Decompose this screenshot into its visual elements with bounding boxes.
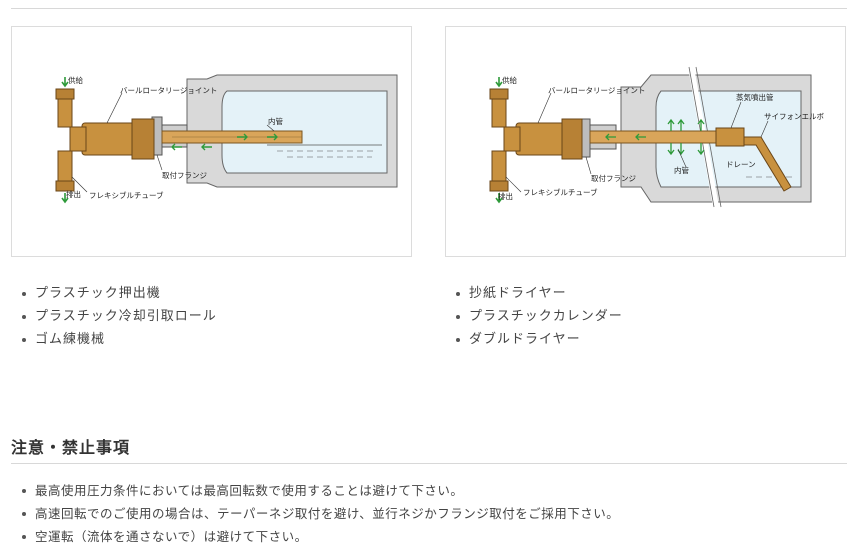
applications-list-right: 抄紙ドライヤー プラスチックカレンダー ダブルドライヤー: [445, 282, 623, 351]
bullet-icon: [22, 338, 26, 342]
list-item: プラスチック押出機: [11, 282, 217, 305]
bullet-icon: [22, 292, 26, 296]
cautions-list: 最高使用圧力条件においては最高回転数で使用することは避けて下さい。 高速回転での…: [11, 479, 619, 548]
list-item: 抄紙ドライヤー: [445, 282, 623, 305]
bullet-icon: [22, 489, 26, 493]
label-steam-pipe: 蒸気噴出管: [736, 92, 774, 102]
bullet-icon: [456, 315, 460, 319]
label-flex-tube: フレキシブルチューブ: [89, 190, 164, 200]
label-rotary-joint: バールロータリージョイント: [548, 86, 645, 95]
list-item: 高速回転でのご使用の場合は、テーパーネジ取付を避け、並行ネジかフランジ取付をご採…: [11, 502, 619, 525]
list-item-label: ゴム練機械: [35, 332, 106, 347]
bullet-icon: [22, 512, 26, 516]
list-item: プラスチック冷却引取ロール: [11, 305, 217, 328]
label-flange: 取付フランジ: [162, 170, 207, 180]
caution-text: 最高使用圧力条件においては最高回転数で使用することは避けて下さい。: [35, 483, 464, 498]
applications-list-left: プラスチック押出機 プラスチック冷却引取ロール ゴム練機械: [11, 282, 217, 351]
caution-text: 空運転（流体を通さないで）は避けて下さい。: [35, 529, 308, 544]
top-divider: [11, 8, 847, 9]
label-siphon-elbow: サイフォンエルボ: [764, 112, 824, 121]
list-item-label: プラスチックカレンダー: [469, 309, 623, 324]
list-item-label: プラスチック冷却引取ロール: [35, 309, 217, 324]
bullet-icon: [22, 535, 26, 539]
cautions-heading: 注意・禁止事項: [11, 438, 131, 457]
label-flange: 取付フランジ: [591, 173, 636, 183]
bullet-icon: [456, 338, 460, 342]
list-item-label: 抄紙ドライヤー: [469, 286, 567, 301]
rotary-joint-diagram-right: 供給 バールロータリージョイント 蒸気噴出管 サイフォンエルボ 内管 ドレーン …: [489, 66, 824, 208]
list-item-label: プラスチック押出機: [35, 286, 161, 301]
label-supply: 供給: [502, 75, 517, 85]
list-item: 最高使用圧力条件においては最高回転数で使用することは避けて下さい。: [11, 479, 619, 502]
label-discharge: 排出: [66, 189, 81, 199]
label-supply: 供給: [68, 75, 83, 85]
cautions-divider: [11, 463, 847, 464]
label-flex-tube: フレキシブルチューブ: [523, 187, 598, 197]
rotary-joint-diagram-left: 供給 バールロータリージョイント 内管 取付フランジ 排出 フレキシブルチューブ: [55, 74, 398, 204]
list-item: 空運転（流体を通さないで）は避けて下さい。: [11, 525, 619, 548]
bullet-icon: [22, 315, 26, 319]
caution-text: 高速回転でのご使用の場合は、テーパーネジ取付を避け、並行ネジかフランジ取付をご採…: [35, 506, 620, 521]
label-inner-pipe: 内管: [674, 165, 689, 175]
bullet-icon: [456, 292, 460, 296]
list-item: プラスチックカレンダー: [445, 305, 623, 328]
list-item: ゴム練機械: [11, 328, 217, 351]
list-item-label: ダブルドライヤー: [469, 332, 581, 347]
label-drain: ドレーン: [726, 160, 756, 169]
label-rotary-joint: バールロータリージョイント: [120, 86, 217, 95]
label-inner-pipe: 内管: [268, 116, 283, 126]
label-discharge: 排出: [498, 191, 513, 201]
diagram-panel-left: 供給 バールロータリージョイント 内管 取付フランジ 排出 フレキシブルチューブ: [11, 26, 412, 257]
diagram-panel-right: 供給 バールロータリージョイント 蒸気噴出管 サイフォンエルボ 内管 ドレーン …: [445, 26, 846, 257]
list-item: ダブルドライヤー: [445, 328, 623, 351]
